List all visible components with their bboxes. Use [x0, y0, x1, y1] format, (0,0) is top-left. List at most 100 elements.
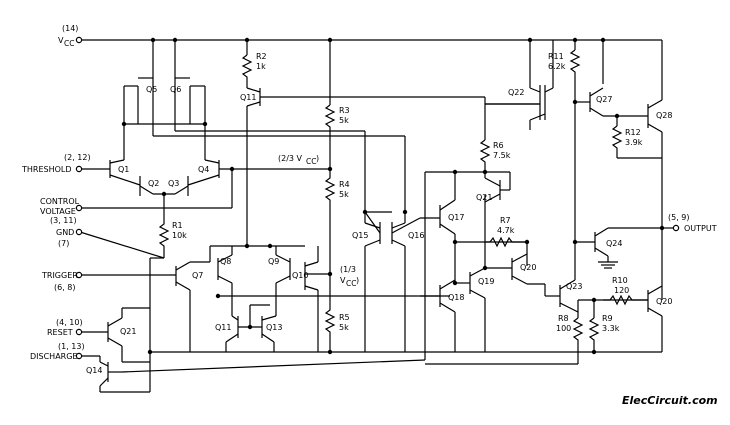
pin-labels: (14) V CC (2, 12) THRESHOLD CONTROL VOLT…: [21, 24, 717, 361]
label-r11: R11: [548, 52, 564, 61]
discharge-label: DISCHARGE: [30, 352, 77, 361]
label-q21: Q21: [476, 193, 492, 202]
label-r1: R1: [172, 221, 183, 230]
label-q11: Q11: [240, 93, 256, 102]
control-label: CONTROL: [40, 197, 80, 206]
vcc-subscript: CC: [64, 39, 74, 48]
control-pin-number: (3, 11): [50, 216, 77, 225]
label-q17: Q17: [448, 213, 464, 222]
threshold-pin-number: (2, 12): [64, 153, 91, 162]
label-q12: Q11: [215, 323, 231, 332]
label-q5: Q5: [146, 85, 157, 94]
value-r1: 10k: [172, 231, 187, 240]
value-r8: 100: [556, 324, 571, 333]
resistor-labels: R1 10k R2 1k R3 5k R4 5k R5 5k R6 7.5k R…: [172, 52, 643, 333]
label-q22: Q22: [508, 88, 524, 97]
one-third-subscript: CC: [346, 279, 356, 288]
q12-q13-mirror: [225, 296, 277, 352]
voltage-divider: [324, 37, 336, 355]
label-r4: R4: [339, 180, 350, 189]
output-driver-stage: [420, 169, 527, 360]
value-r12: 3.9k: [625, 138, 643, 147]
transistor-q20-left: [485, 242, 546, 296]
value-r7: 4.7k: [497, 226, 515, 235]
value-r6: 7.5k: [493, 151, 511, 160]
label-r12: R12: [625, 128, 641, 137]
two-thirds-close: ): [316, 154, 319, 163]
label-q3: Q3: [168, 179, 179, 188]
label-q1: Q1: [118, 165, 129, 174]
label-q20-right: Q20: [656, 297, 672, 306]
trigger-label: TRIGGER: [41, 271, 78, 280]
gnd-label: GND: [56, 228, 74, 237]
pin-terminals: [75, 165, 83, 360]
value-r10: 120: [614, 286, 629, 295]
transistor-q21: [484, 172, 511, 203]
label-q23: Q23: [566, 282, 582, 291]
vcc-label: V: [58, 36, 64, 45]
label-r8: R8: [558, 314, 569, 323]
label-q2: Q2: [148, 179, 159, 188]
vcc-pin-number: (14): [62, 24, 78, 33]
label-q9: Q9: [268, 257, 279, 266]
transistor-q23: [545, 242, 648, 313]
value-r3: 5k: [339, 116, 349, 125]
output-label: OUTPUT: [684, 224, 717, 233]
label-q25: Q21: [120, 327, 136, 336]
value-r2: 1k: [256, 62, 266, 71]
value-r5: 5k: [339, 323, 349, 332]
label-q27: Q27: [596, 95, 612, 104]
one-third-label: (1/3: [340, 265, 356, 274]
transistor-labels: Q5 Q6 Q1 Q2 Q3 Q4 Q11 Q7 Q8 Q9 Q10 Q11 Q…: [86, 85, 672, 375]
label-q16: Q16: [408, 231, 424, 240]
label-q8: Q8: [220, 257, 231, 266]
trigger-pin-number: (6, 8): [54, 283, 76, 292]
label-q19: Q19: [478, 277, 494, 286]
label-r7: R7: [500, 216, 511, 225]
label-r10: R10: [612, 276, 628, 285]
label-q7: Q7: [192, 271, 203, 280]
value-r4: 5k: [339, 190, 349, 199]
resistor-r2: [241, 37, 253, 88]
reset-label: RESET: [47, 328, 73, 337]
brand-watermark: ElecCircuit.com: [622, 394, 718, 407]
threshold-comparator: [80, 124, 330, 220]
q5-q6-mirror: [121, 37, 406, 205]
value-r9: 3.3k: [602, 324, 620, 333]
reset-discharge-stage: [79, 307, 426, 393]
two-thirds-subscript: CC: [306, 157, 316, 166]
two-thirds-label: (2/3 V: [278, 154, 303, 163]
reset-pin-number: (4, 10): [56, 318, 83, 327]
label-q18: Q18: [448, 293, 464, 302]
gnd-pin-number: (7): [58, 239, 69, 248]
discharge-pin-number: (1, 13): [58, 342, 85, 351]
label-q10: Q10: [292, 271, 308, 280]
transistor-q11: [246, 87, 540, 246]
label-q28: Q28: [656, 111, 672, 120]
output-high-stage: [569, 37, 665, 300]
label-r5: R5: [339, 313, 350, 322]
output-pin-number: (5, 9): [668, 213, 690, 222]
transistor-q24: [572, 102, 680, 269]
label-q15: Q15: [352, 231, 368, 240]
label-q24: Q24: [606, 239, 622, 248]
voltage-label: VOLTAGE: [40, 207, 76, 216]
resistors-r8-r9-r10: [425, 294, 648, 365]
label-q4: Q4: [198, 165, 209, 174]
label-r2: R2: [256, 52, 267, 61]
label-r6: R6: [493, 141, 504, 150]
label-q14: Q14: [86, 366, 102, 375]
one-third-v: V: [340, 276, 346, 285]
transistor-q22: [484, 37, 554, 130]
trigger-comparator: [80, 243, 450, 352]
transistor-q20-right: [647, 285, 663, 352]
value-r11: 6.2k: [548, 62, 566, 71]
label-r3: R3: [339, 106, 350, 115]
label-r9: R9: [602, 314, 613, 323]
resistor-r6: [479, 110, 491, 175]
label-q13: Q13: [266, 323, 282, 332]
label-q6: Q6: [170, 85, 181, 94]
q15-q16-flipflop: [362, 205, 421, 352]
